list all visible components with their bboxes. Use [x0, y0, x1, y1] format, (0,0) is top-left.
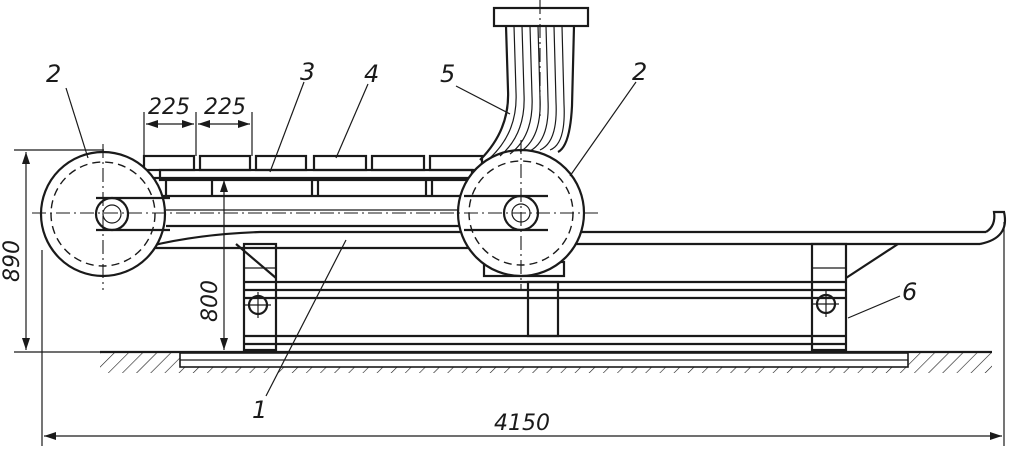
label-blocks: 4 — [364, 60, 379, 88]
cable-bundle — [479, 6, 590, 161]
dim-overall-height: 890 — [0, 240, 25, 282]
rollers-row — [158, 168, 474, 196]
drum-left — [39, 150, 170, 278]
dim-belt-height: 800 — [198, 280, 223, 322]
dim-overall-length: 4150 — [494, 411, 550, 436]
dimension-pitch — [143, 112, 253, 156]
label-cables: 5 — [440, 60, 455, 88]
dimension-length — [41, 222, 1005, 446]
blocks-row — [142, 154, 484, 172]
pivot-bolt-right — [813, 291, 839, 317]
stand-frame — [235, 242, 899, 352]
label-rollers: 3 — [300, 58, 315, 86]
label-drum-left: 2 — [46, 60, 61, 88]
label-frame: 1 — [252, 396, 267, 424]
leaders — [65, 81, 901, 397]
dim-pitch-b: 225 — [204, 95, 246, 120]
label-drum-right: 2 — [632, 58, 647, 86]
pivot-bolt-left — [245, 292, 271, 318]
ground — [100, 350, 992, 373]
label-support: 6 — [902, 278, 917, 306]
dimension-height — [14, 149, 228, 353]
foundation-slab — [179, 352, 909, 368]
dim-pitch-a: 225 — [148, 95, 190, 120]
